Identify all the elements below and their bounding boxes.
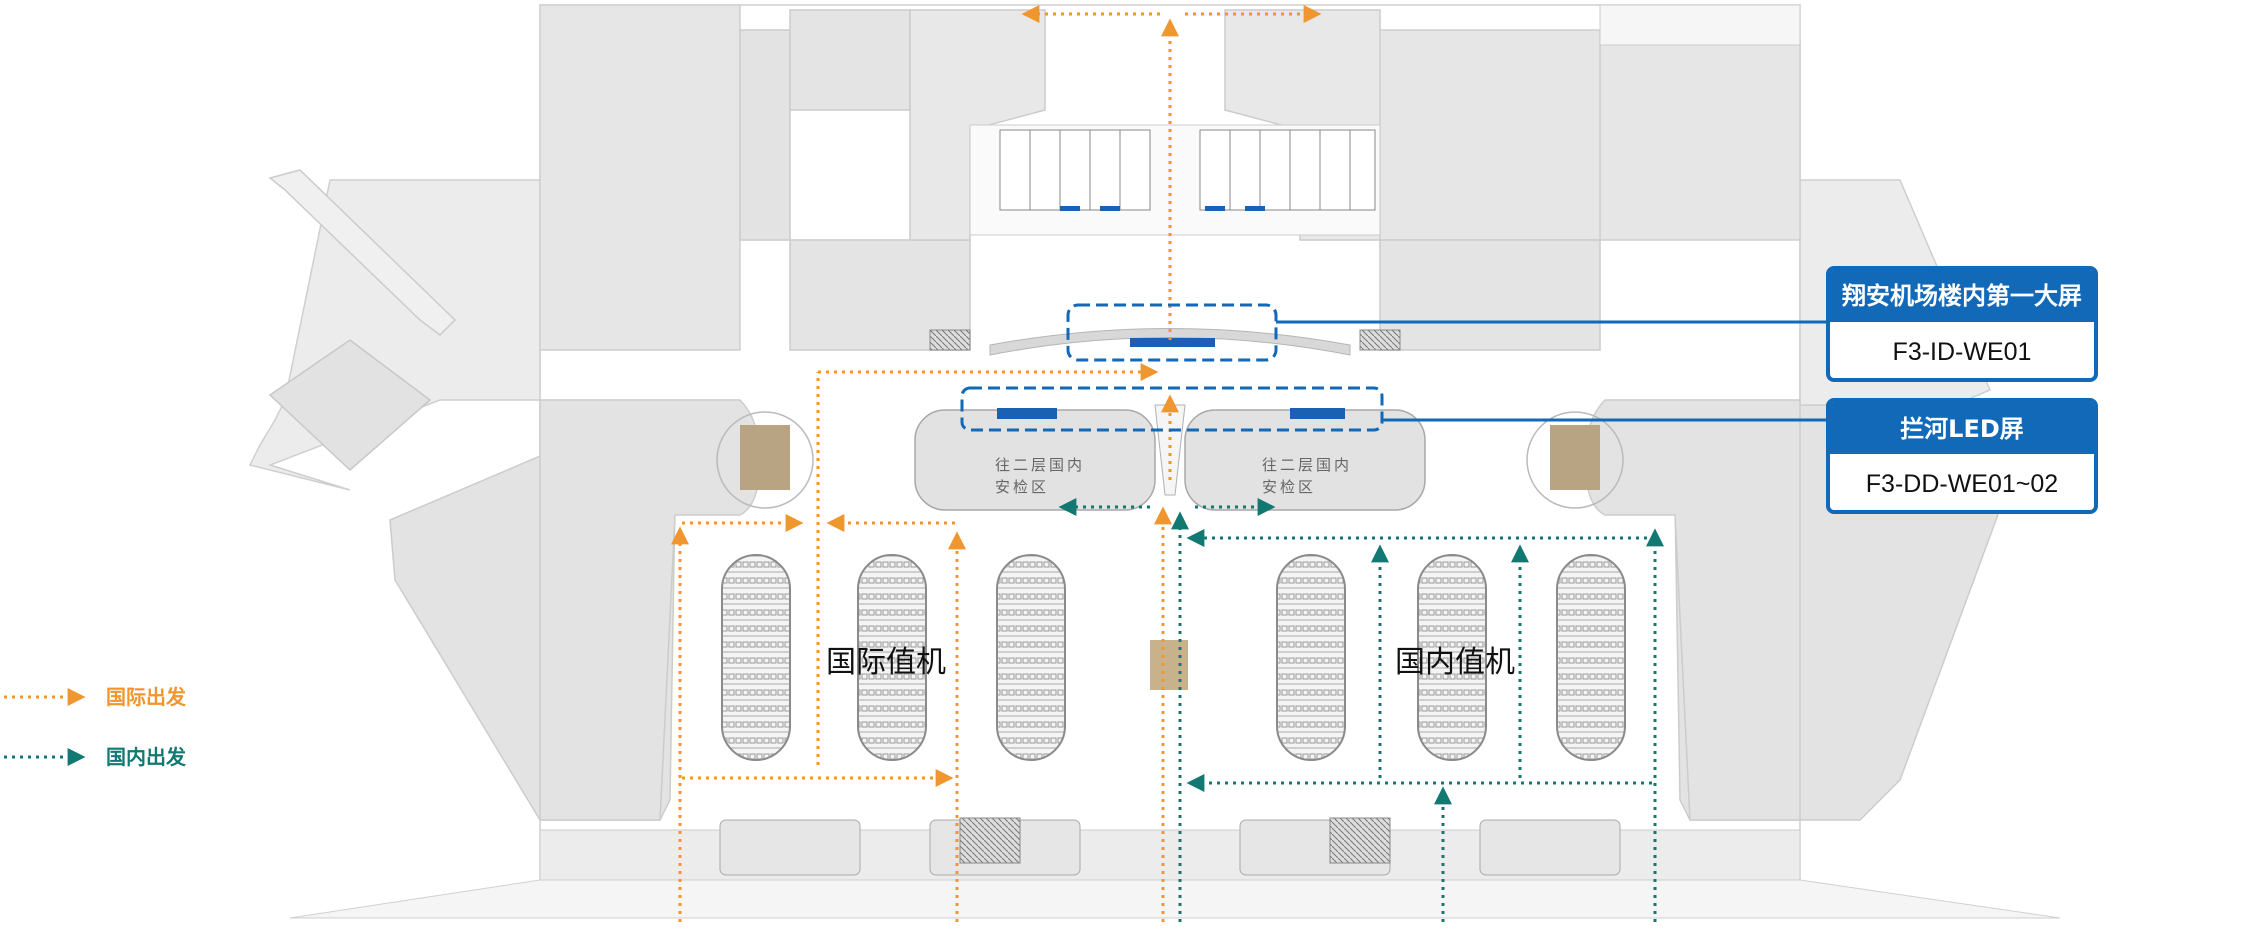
checkin-island-2 (857, 554, 927, 761)
legend-international-label: 国际出发 (106, 685, 187, 709)
legend: 国际出发 国内出发 (4, 685, 187, 769)
callout-first-screen: 翔安机场楼内第一大屏 F3-ID-WE01 (1826, 266, 2098, 382)
led-screen-wall-top (1130, 338, 1215, 347)
led-screen-barrier-right (1290, 408, 1345, 419)
checkin-island-5 (1417, 554, 1487, 761)
left-wing-corridor (268, 339, 432, 472)
checkin-island-3 (996, 554, 1066, 761)
callout-first-screen-title: 翔安机场楼内第一大屏 (1842, 282, 2082, 310)
right-top-strip (1599, 4, 1801, 46)
zone-label-domestic: 国内值机 (1395, 645, 1515, 680)
led-screen-barrier-left (997, 408, 1057, 419)
checkin-island-4 (1276, 554, 1346, 761)
bottom-kiosk-4 (1479, 819, 1621, 876)
rotunda-left (716, 411, 814, 509)
international-departure-routes (671, 5, 1322, 922)
security-right-line2: 安检区 (1262, 478, 1316, 496)
escalator-left-upper (929, 329, 971, 351)
highlight-box-first-screen (1066, 303, 1278, 362)
highlight-box-barrier-led (960, 386, 1384, 432)
escalator-bottom-left (959, 817, 1021, 864)
domestic-departure-routes (1058, 498, 1664, 922)
right-upper-block (1379, 29, 1601, 241)
bottom-kiosk-1 (719, 819, 861, 876)
tan-pillar-center (1150, 640, 1188, 690)
callout-barrier-led-title: 拦河LED屏 (1900, 415, 2024, 443)
left-diagonal-wing (248, 179, 541, 491)
checkin-islands (721, 554, 1626, 761)
callout-first-screen-code: F3-ID-WE01 (1893, 338, 2032, 366)
right-center-block (1379, 239, 1601, 351)
rotunda-right (1526, 411, 1624, 509)
checkin-island-6 (1556, 554, 1626, 761)
escalator-bottom-right (1329, 817, 1391, 864)
escalator-right-upper (1359, 329, 1401, 351)
right-upper-wing-top (1599, 39, 1801, 241)
security-right-line1: 往二层国内 (1262, 456, 1352, 474)
left-center-top (789, 9, 911, 111)
tan-pillar-right (1550, 425, 1600, 490)
legend-domestic-label: 国内出发 (106, 745, 187, 769)
security-left-line1: 往二层国内 (995, 456, 1085, 474)
left-upper-inner (739, 29, 791, 241)
bottom-curb (289, 879, 2061, 919)
left-upper-arm (268, 169, 457, 336)
security-left-line2: 安检区 (995, 478, 1049, 496)
callout-barrier-led-code: F3-DD-WE01~02 (1866, 470, 2058, 498)
zone-label-international: 国际值机 (826, 645, 946, 680)
upper-blue-markers (1060, 206, 1265, 211)
building-walls (248, 4, 2061, 919)
tan-pillar-left (740, 425, 790, 490)
left-upper-block (539, 4, 741, 351)
top-walkway (989, 328, 1351, 356)
callout-barrier-led: 拦河LED屏 F3-DD-WE01~02 (1826, 398, 2098, 514)
checkin-island-1 (721, 554, 791, 761)
